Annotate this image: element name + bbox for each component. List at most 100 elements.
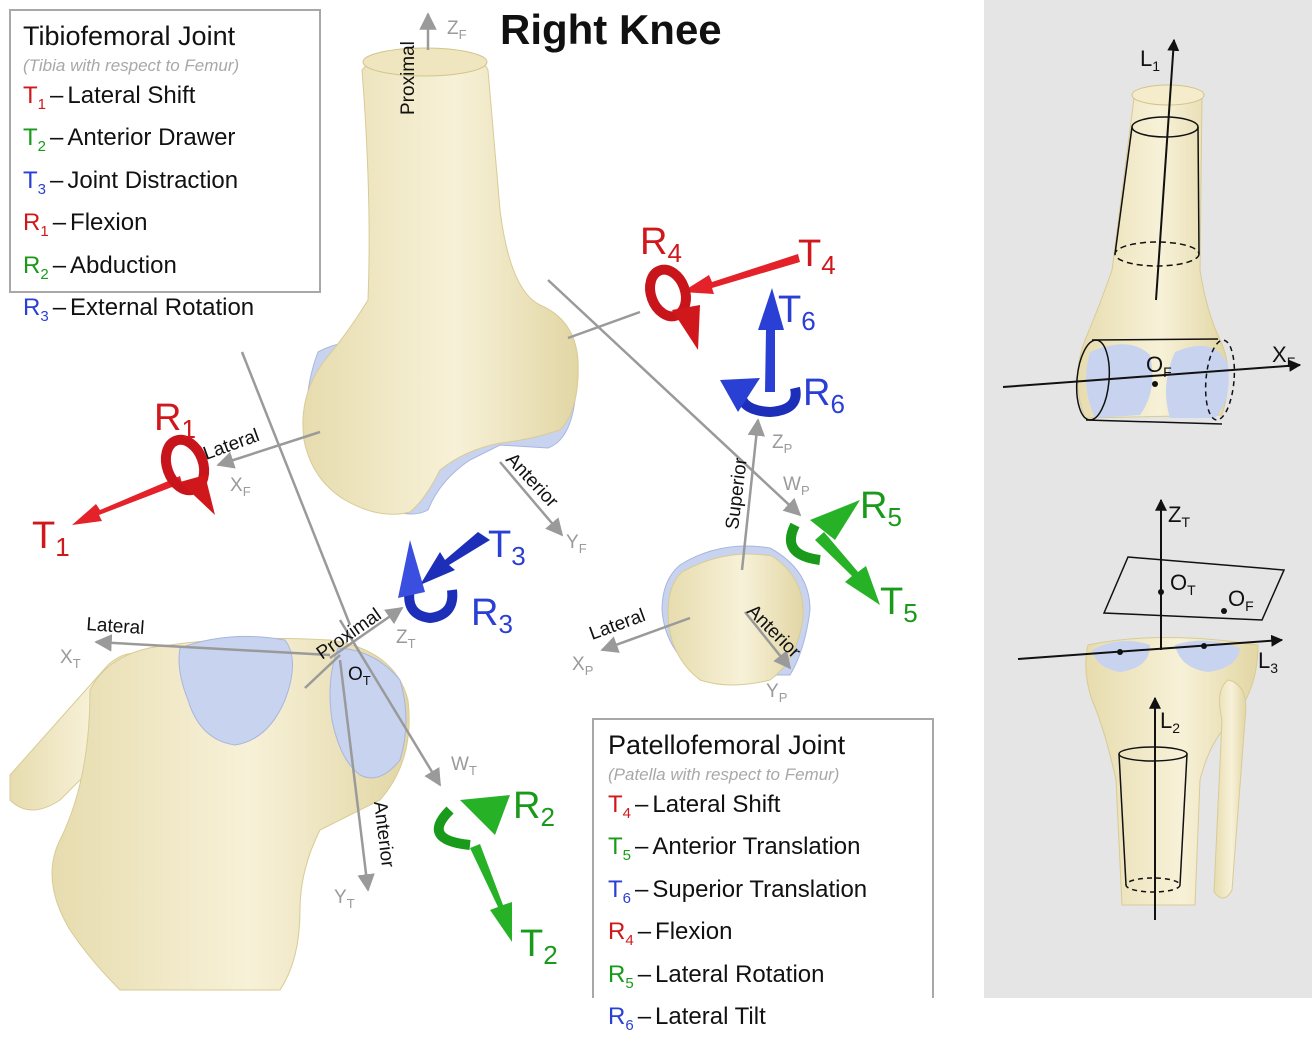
tibiofemoral-legend-subtitle: (Tibia with respect to Femur)	[23, 53, 307, 79]
legend-label: Anterior Drawer	[67, 124, 235, 151]
legend-label: Lateral Tilt	[655, 1003, 766, 1030]
legend-symbol-index: 1	[40, 223, 48, 240]
tibia-xt-label: XT	[60, 647, 81, 671]
femur-xf-label: XF	[230, 475, 251, 499]
legend-dash: –	[53, 294, 66, 321]
legend-label: Flexion	[70, 209, 147, 236]
t5-label: T5	[880, 581, 918, 628]
legend-symbol-index: 6	[623, 890, 631, 907]
legend-item: T1–Lateral Shift	[23, 79, 307, 121]
patella-zp-label: ZP	[772, 432, 792, 456]
r5-arrow	[791, 500, 860, 560]
r2-arrow	[439, 795, 510, 845]
legend-label: Joint Distraction	[67, 167, 238, 194]
legend-item: R4–Flexion	[608, 915, 918, 957]
legend-symbol-letter: R	[608, 918, 625, 945]
legend-symbol: R6	[608, 1000, 634, 1042]
l1-label: L1	[1140, 46, 1160, 74]
t5-arrow	[815, 532, 880, 605]
legend-symbol-index: 3	[38, 181, 46, 198]
legend-dash: –	[638, 918, 651, 945]
patella-lateral-label: Lateral	[587, 605, 649, 645]
legend-symbol-index: 2	[38, 138, 46, 155]
legend-symbol-index: 6	[625, 1017, 633, 1034]
legend-symbol-index: 5	[623, 847, 631, 864]
legend-symbol-letter: T	[608, 833, 623, 860]
legend-dash: –	[638, 1003, 651, 1030]
legend-item: R2–Abduction	[23, 249, 307, 291]
r2-label: R2	[513, 785, 555, 832]
tibia-yt-label: YT	[334, 887, 355, 911]
legend-symbol-letter: R	[23, 294, 40, 321]
zt-panel-label: ZT	[1168, 502, 1190, 530]
legend-dash: –	[53, 252, 66, 279]
r6-label: R6	[803, 372, 845, 419]
legend-item: T6–Superior Translation	[608, 873, 918, 915]
legend-item: R5–Lateral Rotation	[608, 958, 918, 1000]
tibia-wt-label: WT	[451, 754, 477, 778]
legend-symbol: R5	[608, 958, 634, 1000]
legend-item: T5–Anterior Translation	[608, 830, 918, 872]
t4-label: T4	[798, 233, 836, 280]
legend-symbol-letter: T	[23, 124, 38, 151]
patella-yp-label: YP	[766, 681, 787, 705]
femur-yf-label: YF	[566, 532, 587, 556]
legend-label: External Rotation	[70, 294, 254, 321]
legend-symbol-letter: T	[23, 167, 38, 194]
legend-item: T4–Lateral Shift	[608, 788, 918, 830]
legend-item: R6–Lateral Tilt	[608, 1000, 918, 1042]
legend-item: R3–External Rotation	[23, 291, 307, 333]
legend-dash: –	[50, 167, 63, 194]
t2-label: T2	[520, 923, 558, 970]
legend-symbol-letter: T	[23, 82, 38, 109]
t1-label: T1	[32, 515, 70, 562]
t1-arrow	[72, 476, 182, 525]
femur-anterior-label: Anterior	[501, 449, 562, 512]
legend-symbol-index: 3	[40, 308, 48, 325]
legend-item: T3–Joint Distraction	[23, 164, 307, 206]
legend-dash: –	[635, 833, 648, 860]
t2-arrow	[470, 844, 512, 942]
tibia-definition-diagram	[1018, 500, 1284, 920]
of2-panel-label: OF	[1228, 586, 1254, 614]
patellofemoral-legend: Patellofemoral Joint (Patella with respe…	[592, 718, 934, 998]
legend-symbol-index: 5	[625, 974, 633, 991]
legend-dash: –	[635, 791, 648, 818]
femur-zf-label: ZF	[447, 18, 467, 42]
l3-panel-label: L3	[1258, 648, 1278, 676]
legend-label: Abduction	[70, 252, 177, 279]
r3-label: R3	[471, 592, 513, 639]
diagram-title: Right Knee	[500, 6, 722, 54]
tibia-zt-label: ZT	[396, 627, 416, 651]
legend-symbol: T2	[23, 121, 46, 163]
legend-label: Lateral Rotation	[655, 961, 824, 988]
r6-arrow	[720, 378, 796, 412]
legend-symbol-index: 1	[38, 96, 46, 113]
legend-label: Lateral Shift	[652, 791, 780, 818]
r4-arrow	[644, 265, 700, 350]
legend-item: T2–Anterior Drawer	[23, 121, 307, 163]
legend-symbol: T1	[23, 79, 46, 121]
legend-label: Anterior Translation	[652, 833, 860, 860]
femur-proximal-label: Proximal	[398, 41, 419, 115]
patellofemoral-legend-subtitle: (Patella with respect to Femur)	[608, 762, 918, 788]
femur	[303, 48, 578, 514]
legend-symbol-letter: R	[608, 961, 625, 988]
legend-symbol: T3	[23, 164, 46, 206]
panel-femur-cartilage-right	[1166, 346, 1229, 418]
legend-label: Lateral Shift	[67, 82, 195, 109]
legend-dash: –	[50, 124, 63, 151]
legend-symbol-index: 4	[623, 805, 631, 822]
legend-symbol: R4	[608, 915, 634, 957]
r1-label: R1	[154, 397, 196, 444]
legend-symbol-letter: T	[608, 876, 623, 903]
legend-dash: –	[53, 209, 66, 236]
legend-symbol-letter: T	[608, 791, 623, 818]
t4-arrow	[682, 254, 800, 294]
legend-symbol-letter: R	[23, 209, 40, 236]
tibiofemoral-legend-title: Tibiofemoral Joint	[23, 19, 307, 53]
ot-panel-label: OT	[1170, 570, 1196, 598]
femur-lateral-label: Lateral	[201, 425, 263, 465]
r4-label: R4	[640, 221, 682, 268]
legend-symbol-index: 2	[40, 265, 48, 282]
